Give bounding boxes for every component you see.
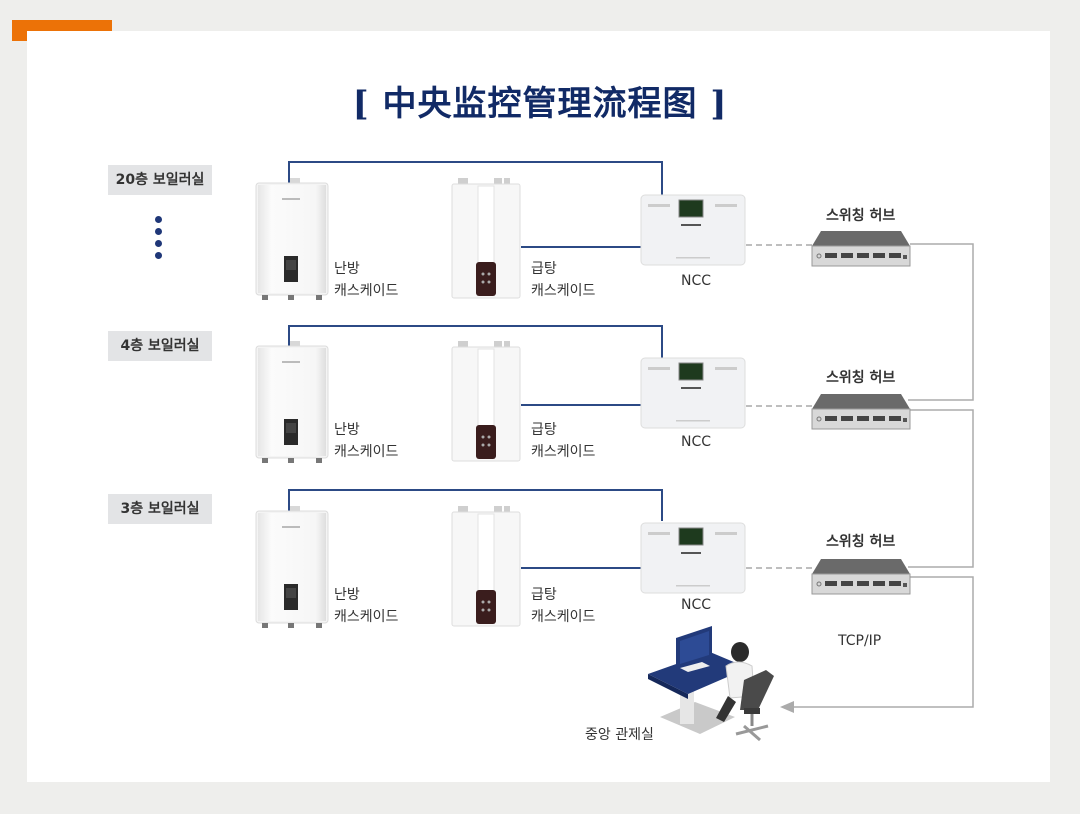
floor-label-20: 20층 보일러실 <box>108 165 212 195</box>
boiler-icon <box>254 178 330 306</box>
hotwater-label-line-2: 캐스케이드 <box>531 283 596 299</box>
control-lines <box>288 161 663 569</box>
operator-workstation-icon <box>648 626 774 742</box>
floor-label-3: 3층 보일러실 <box>108 494 212 524</box>
hotwater-label-line-1: 급탕 <box>531 587 557 603</box>
heating-label-line-2: 캐스케이드 <box>334 609 399 625</box>
hotwater-cascade-label-row-3: 급탕 캐스케이드 <box>531 584 595 628</box>
hub-label-row-2: 스위칭 허브 <box>826 370 896 386</box>
hotwater-cascade-label-row-2: 급탕 캐스케이드 <box>531 419 595 463</box>
page-title: [ 中央监控管理流程图 ] <box>352 84 728 124</box>
ncc-label-row-3: NCC <box>681 597 712 613</box>
arrow-head-icon <box>780 701 794 713</box>
water-heater-icon <box>450 339 522 467</box>
hotwater-label-line-1: 급탕 <box>531 261 557 277</box>
controller-icon <box>640 522 746 598</box>
water-heater-icon <box>450 176 522 304</box>
network-line-hub1-hub2 <box>908 243 974 401</box>
water-heater-icon <box>450 504 522 632</box>
tcp-ip-label: TCP/IP <box>838 633 882 649</box>
switch-hub-icon <box>811 394 911 436</box>
hotwater-label-line-2: 캐스케이드 <box>531 609 596 625</box>
switch-hub-icon <box>811 231 911 273</box>
controller-icon <box>640 357 746 433</box>
control-line-row-3-top <box>288 489 663 521</box>
hub-label-row-1: 스위칭 허브 <box>826 208 896 224</box>
heating-label-line-1: 난방 <box>334 261 360 277</box>
heating-label-line-2: 캐스케이드 <box>334 444 399 460</box>
ncc-label-row-1: NCC <box>681 273 712 289</box>
dashed-links <box>746 244 812 569</box>
heating-label-line-1: 난방 <box>334 422 360 438</box>
hub-label-row-3: 스위칭 허브 <box>826 534 896 550</box>
vertical-dots-icon <box>155 216 163 264</box>
heating-label-line-1: 난방 <box>334 587 360 603</box>
controller-icon <box>640 194 746 270</box>
floor-label-4: 4층 보일러실 <box>108 331 212 361</box>
heating-label-line-2: 캐스케이드 <box>334 283 399 299</box>
control-room-label: 중앙 관제실 <box>585 727 654 743</box>
boiler-icon <box>254 341 330 469</box>
hotwater-cascade-label-row-1: 급탕 캐스케이드 <box>531 258 595 302</box>
control-line-row-2-top <box>288 325 663 358</box>
network-line-hub3-control <box>792 576 974 708</box>
heating-cascade-label-row-1: 난방 캐스케이드 <box>334 258 398 302</box>
boiler-icon <box>254 506 330 634</box>
ncc-label-row-2: NCC <box>681 434 712 450</box>
switch-hub-icon <box>811 559 911 601</box>
heating-cascade-label-row-3: 난방 캐스케이드 <box>334 584 398 628</box>
network-lines <box>780 243 974 713</box>
heating-cascade-label-row-2: 난방 캐스케이드 <box>334 419 398 463</box>
hotwater-label-line-1: 급탕 <box>531 422 557 438</box>
network-line-hub2-hub3 <box>908 409 974 568</box>
hotwater-label-line-2: 캐스케이드 <box>531 444 596 460</box>
control-line-row-1-top <box>288 161 663 196</box>
